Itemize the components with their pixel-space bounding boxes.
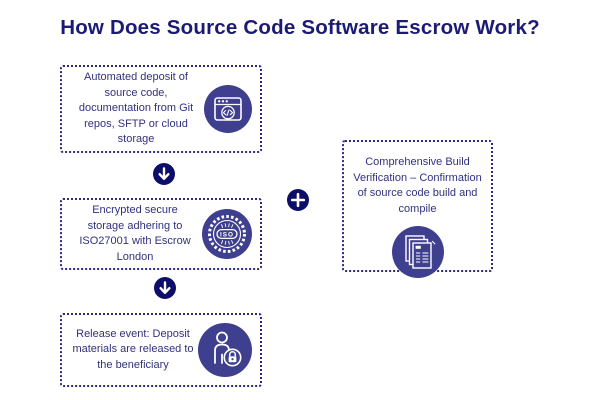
arrow-down-icon [153,163,175,185]
step-deposit-text: Automated deposit of source code, docume… [78,71,194,146]
step-box-release: Release event: Deposit materials are rel… [60,313,262,387]
documents-icon [391,226,444,278]
step-box-storage: Encrypted secure storage adhering to ISO… [60,198,262,270]
page-title: How Does Source Code Software Escrow Wor… [60,16,540,39]
iso-badge-label: ISO [220,231,234,238]
iso-badge-icon: ISO [202,209,252,259]
person-lock-icon [198,323,252,377]
step-verification-text: Comprehensive Build Verification – Confi… [353,156,482,215]
step-box-verification: Comprehensive Build Verification – Confi… [342,140,493,278]
plus-icon [287,189,309,211]
code-window-icon [204,85,252,133]
arrow-down-icon [154,277,176,299]
step-storage-text: Encrypted secure storage adhering to ISO… [79,204,191,263]
step-box-deposit: Automated deposit of source code, docume… [60,65,262,153]
step-release-text: Release event: Deposit materials are rel… [72,327,194,371]
